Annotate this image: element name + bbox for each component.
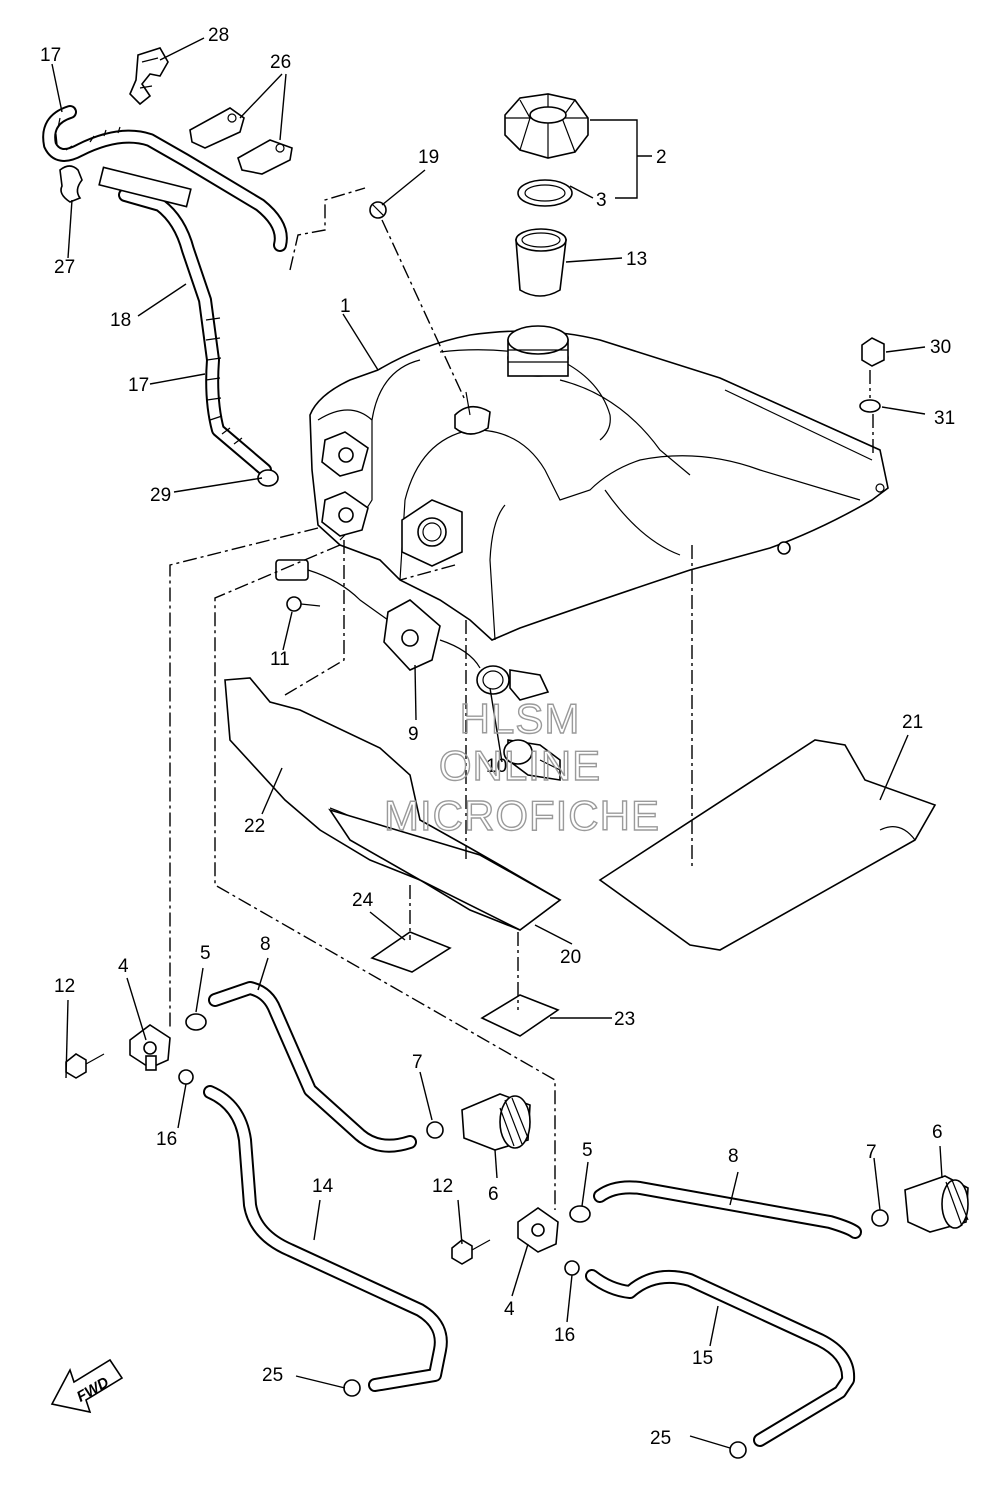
sender-float-arm[interactable]	[476, 665, 550, 701]
callout-6-left: 6	[488, 1184, 499, 1205]
watermark-line-1: HLSM	[460, 695, 581, 742]
callout-12-right: 12	[432, 1176, 453, 1197]
callout-10: 10	[486, 756, 507, 777]
callout-23: 23	[614, 1009, 635, 1030]
callout-26: 26	[270, 52, 291, 73]
fuel-sender-unit[interactable]	[383, 599, 481, 671]
pad-23[interactable]	[480, 994, 560, 1037]
callout-2: 2	[656, 147, 667, 168]
vent-hose-upper[interactable]	[42, 105, 288, 252]
clamp-7-right[interactable]	[871, 1209, 889, 1227]
hose-joint-26b[interactable]	[237, 139, 293, 175]
clamp-16-left[interactable]	[178, 1069, 194, 1085]
callout-17-mid: 17	[128, 375, 149, 396]
callout-24: 24	[352, 890, 374, 911]
cap-gasket[interactable]	[517, 179, 573, 207]
callout-5-left: 5	[200, 943, 211, 964]
fuel-pump-filter-10[interactable]	[503, 739, 561, 781]
callout-31: 31	[934, 408, 955, 429]
watermark-line-2: ONLINE	[439, 742, 601, 789]
callout-4-right: 4	[504, 1299, 515, 1320]
watermark: HLSM ONLINE MICROFICHE	[383, 694, 660, 839]
fuel-cock-4-right[interactable]	[517, 1207, 559, 1253]
forward-direction-arrow-icon: FWD	[50, 1358, 124, 1414]
filler-strainer[interactable]	[515, 228, 567, 297]
assembly-lines	[169, 187, 874, 1210]
fuel-hose-8-right[interactable]	[593, 1180, 862, 1239]
callout-7-left: 7	[412, 1052, 423, 1073]
callout-18: 18	[110, 310, 131, 331]
callout-16-right: 16	[554, 1325, 575, 1346]
hose-clip-28[interactable]	[129, 47, 169, 106]
clamp-25-right[interactable]	[729, 1441, 747, 1459]
fuel-tank[interactable]	[309, 325, 889, 641]
nut-30[interactable]	[861, 337, 885, 367]
insulator-20[interactable]	[328, 808, 562, 931]
callout-25-left: 25	[262, 1365, 283, 1386]
watermark-line-3: MICROFICHE	[384, 792, 660, 839]
clamp-19[interactable]	[369, 201, 387, 219]
callout-11: 11	[270, 649, 290, 670]
leader-lines	[51, 37, 943, 1449]
callout-3: 3	[596, 190, 607, 211]
callout-8-right: 8	[728, 1146, 739, 1167]
clamp-7-left[interactable]	[426, 1121, 444, 1139]
callout-9: 9	[408, 724, 419, 745]
fuel-cap[interactable]	[504, 93, 589, 159]
callout-25-right: 25	[650, 1428, 671, 1449]
nut-5-right[interactable]	[569, 1205, 591, 1223]
callout-20: 20	[560, 947, 581, 968]
callout-16-left: 16	[156, 1129, 177, 1150]
hose-joint-26a[interactable]	[189, 107, 245, 149]
callout-labels: 1 2 3 13 17 28 26 19 27 18 17 29 30 31 1…	[40, 25, 955, 1449]
callout-14: 14	[312, 1176, 334, 1197]
washer-31[interactable]	[859, 399, 881, 413]
callout-27: 27	[54, 257, 75, 278]
callout-28: 28	[208, 25, 229, 46]
sender-connector[interactable]	[275, 559, 396, 626]
callout-5-right: 5	[582, 1140, 593, 1161]
drain-hose-15[interactable]	[585, 1269, 856, 1447]
fuel-filter-6-right[interactable]	[904, 1175, 969, 1233]
fuel-hose-8-left[interactable]	[208, 981, 417, 1153]
fuel-cock-4-left[interactable]	[129, 1024, 171, 1071]
vent-hose-lower[interactable]	[118, 188, 272, 477]
drain-hose-14[interactable]	[203, 1085, 448, 1392]
hose-clip-27[interactable]	[59, 165, 83, 203]
clamp-25-left[interactable]	[343, 1379, 361, 1397]
nut-5-left[interactable]	[185, 1013, 207, 1031]
callout-21: 21	[902, 712, 923, 733]
bolt-12-right[interactable]	[451, 1239, 491, 1265]
callout-15: 15	[692, 1348, 713, 1369]
screw-11[interactable]	[286, 596, 321, 612]
callout-4-left: 4	[118, 956, 129, 977]
callout-1: 1	[340, 296, 351, 317]
callout-30: 30	[930, 337, 951, 358]
hose-label-band	[98, 166, 192, 208]
callout-12-left: 12	[54, 976, 75, 997]
pad-24[interactable]	[370, 931, 452, 973]
callout-22: 22	[244, 816, 265, 837]
clamp-16-right[interactable]	[564, 1260, 580, 1276]
bolt-12-left[interactable]	[65, 1053, 105, 1079]
callout-13: 13	[626, 249, 647, 270]
callout-8-left: 8	[260, 934, 271, 955]
callout-17-top: 17	[40, 45, 61, 66]
callout-19: 19	[418, 147, 439, 168]
callout-6-right: 6	[932, 1122, 943, 1143]
fuel-tank-pad-21[interactable]	[598, 739, 937, 951]
callout-7-right: 7	[866, 1142, 877, 1163]
fuel-filter-6-left[interactable]	[461, 1093, 531, 1151]
callout-29: 29	[150, 485, 171, 506]
